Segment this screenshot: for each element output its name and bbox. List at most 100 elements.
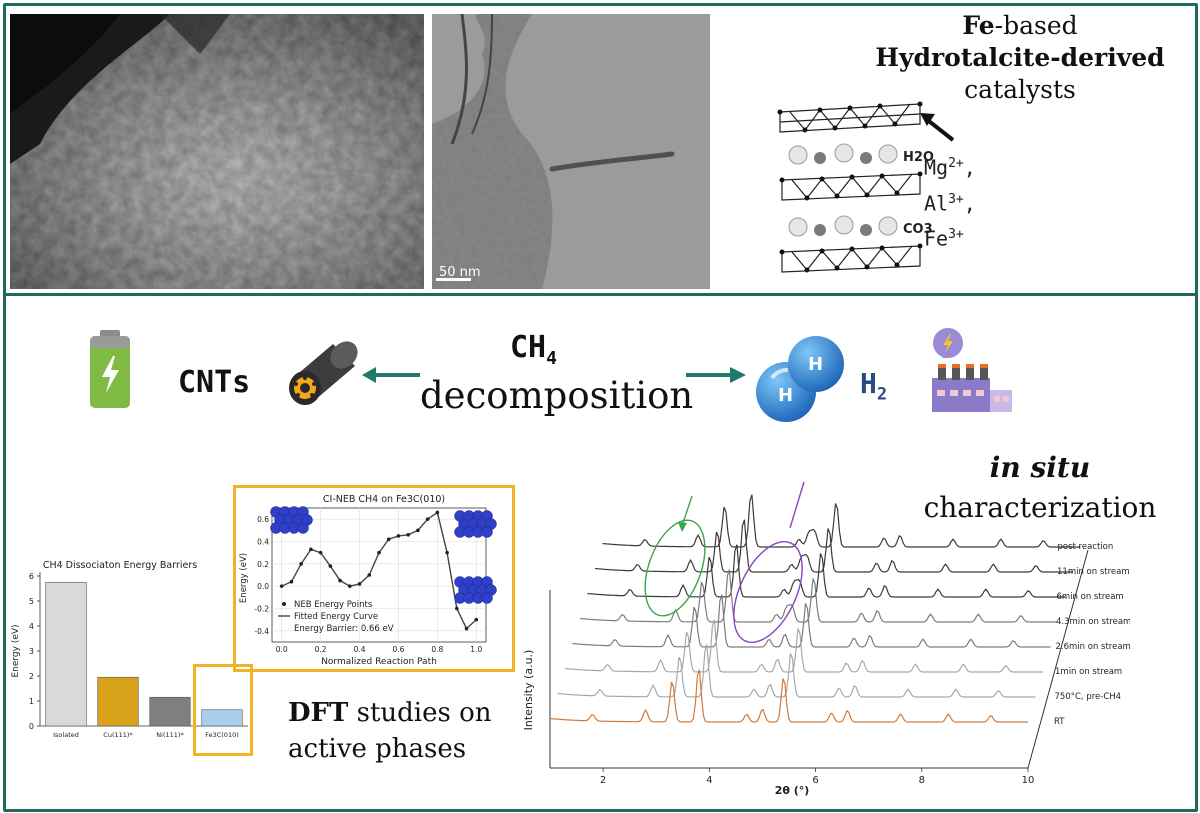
- neb-point: [464, 626, 469, 631]
- neb-point: [279, 584, 284, 588]
- decomposition-label: decomposition: [420, 374, 694, 417]
- interlayer-carbonate-row: CO3: [788, 215, 933, 237]
- legend-fitted-curve: Fitted Energy Curve: [294, 612, 378, 622]
- neb-point: [435, 510, 440, 515]
- bar-xlabel: Isolated: [53, 731, 79, 739]
- h2-label: H2: [860, 367, 887, 405]
- bar-1: [97, 676, 139, 727]
- xrd-series-label: 750°C, pre-CH4: [1055, 692, 1122, 702]
- xrd-xlabel: 2θ (°): [775, 784, 810, 797]
- xrd-trace: [549, 669, 1028, 723]
- xrd-trace: [564, 619, 1043, 673]
- neb-ytick-label: 0.6: [257, 515, 269, 524]
- dft-rest: studies on: [348, 698, 492, 728]
- figure-frame: [3, 3, 1198, 812]
- h2-main: H: [860, 367, 877, 400]
- bar-ytick-label: 0: [29, 722, 34, 731]
- battery-icon: [90, 330, 130, 408]
- xrd-trace: [579, 569, 1058, 623]
- catalyst-title-based: -based: [994, 11, 1078, 40]
- neb-xtick-label: 0.6: [392, 645, 404, 654]
- dft-bar-chart: CH4 Dissociaton Energy Barriers Energy (…: [11, 560, 248, 739]
- dft-bold: DFT: [288, 698, 349, 728]
- neb-ytick-label: -0.4: [254, 627, 269, 636]
- sem-micrograph: [10, 14, 424, 289]
- carbon-nanotube-icon: [289, 341, 358, 405]
- hydrotalcite-structure-diagram: H2O CO3: [777, 101, 955, 273]
- bar-0: [45, 581, 87, 727]
- neb-xtick-label: 0.4: [354, 645, 366, 654]
- catalyst-title-bold-fe: Fe: [962, 11, 995, 40]
- ion-mg: Mg: [924, 155, 949, 180]
- catalyst-title: Fe-based Hydrotalcite-derived catalysts: [870, 10, 1170, 106]
- ion-al-sep: ,: [963, 191, 976, 216]
- neb-point: [386, 537, 391, 542]
- factory-icon: [932, 328, 1012, 412]
- bar-chart-bars: [45, 581, 243, 727]
- neb-point: [455, 606, 459, 611]
- bar-ytick-label: 3: [29, 647, 34, 656]
- h-atom-left: H: [778, 385, 793, 406]
- neb-point: [328, 564, 333, 568]
- xrd-ylabel: Intensity (a.u.): [522, 650, 535, 731]
- xrd-xtick-label: 10: [1022, 775, 1035, 786]
- neb-ytick-label: 0.0: [257, 582, 269, 591]
- bar-2: [149, 696, 191, 727]
- bar-chart-ylabel: Energy (eV): [11, 624, 21, 677]
- catalyst-title-catalysts: catalysts: [964, 75, 1076, 104]
- neb-point: [474, 617, 479, 622]
- neb-point: [309, 547, 313, 552]
- xrd-series-label: 4.3min on stream: [1056, 617, 1130, 627]
- neb-xtick-label: 0.8: [431, 645, 443, 654]
- neb-point: [338, 578, 342, 583]
- bar-chart-title: CH4 Dissociaton Energy Barriers: [43, 560, 197, 571]
- xrd-series-label: 1min on stream: [1055, 667, 1122, 677]
- neb-xtick-label: 0.2: [315, 645, 327, 654]
- neb-point: [406, 533, 410, 537]
- surface-structure-icons: [270, 506, 497, 604]
- green-arrow: [681, 495, 693, 527]
- legend-neb-points: NEB Energy Points: [294, 600, 373, 610]
- bar-xlabel: Cu(111)*: [103, 731, 133, 739]
- xrd-xtick-label: 8: [919, 775, 925, 786]
- xrd-trace: [587, 544, 1066, 598]
- neb-ytick-label: 0.2: [257, 560, 269, 569]
- bar-ytick-label: 6: [29, 572, 34, 581]
- h-atom-right: H: [808, 354, 823, 375]
- cation-list: Mg2+, Al3+, Fe3+: [924, 148, 976, 255]
- xrd-series-label: post reaction: [1058, 542, 1114, 552]
- neb-ytick-label: -0.2: [254, 605, 269, 614]
- atom-sphere: [481, 526, 493, 538]
- neb-point: [357, 582, 362, 586]
- neb-point: [416, 528, 420, 533]
- ion-al-charge: 3+: [948, 191, 964, 207]
- arrow-right-icon: [686, 367, 746, 383]
- insitu-line2: characterization: [923, 491, 1157, 524]
- purple-arrow: [789, 481, 805, 529]
- neb-chart-ylabel: Energy (eV): [239, 553, 249, 603]
- xrd-series-label: 11min on stream: [1057, 567, 1130, 577]
- atom-sphere: [297, 522, 309, 534]
- ion-fe-charge: 3+: [948, 227, 964, 243]
- co3-label: CO3: [903, 222, 933, 237]
- hydrogen-molecule-icon: H H: [756, 336, 844, 422]
- bar-3: [201, 709, 243, 727]
- highlight-ellipse-purple: [733, 540, 803, 644]
- neb-point: [377, 550, 381, 555]
- xrd-xtick-label: 4: [706, 775, 712, 786]
- catalyst-title-hydrotalcite: Hydrotalcite-derived: [875, 43, 1165, 72]
- fe3c-highlight-frame: [193, 664, 253, 756]
- neb-point: [348, 584, 352, 588]
- xrd-traces: [549, 494, 1081, 723]
- neb-xtick-label: 0.0: [276, 645, 288, 654]
- ion-fe: Fe: [924, 226, 949, 251]
- neb-point: [396, 534, 401, 538]
- bar-ytick-label: 2: [29, 672, 34, 681]
- ion-mg-charge: 2+: [948, 156, 964, 171]
- neb-legend: NEB Energy Points Fitted Energy Curve En…: [278, 600, 394, 634]
- legend-energy-barrier: Energy Barrier: 0.66 eV: [294, 624, 394, 634]
- insitu-italic: in situ: [989, 451, 1091, 484]
- ch4-label: CH4: [510, 330, 557, 369]
